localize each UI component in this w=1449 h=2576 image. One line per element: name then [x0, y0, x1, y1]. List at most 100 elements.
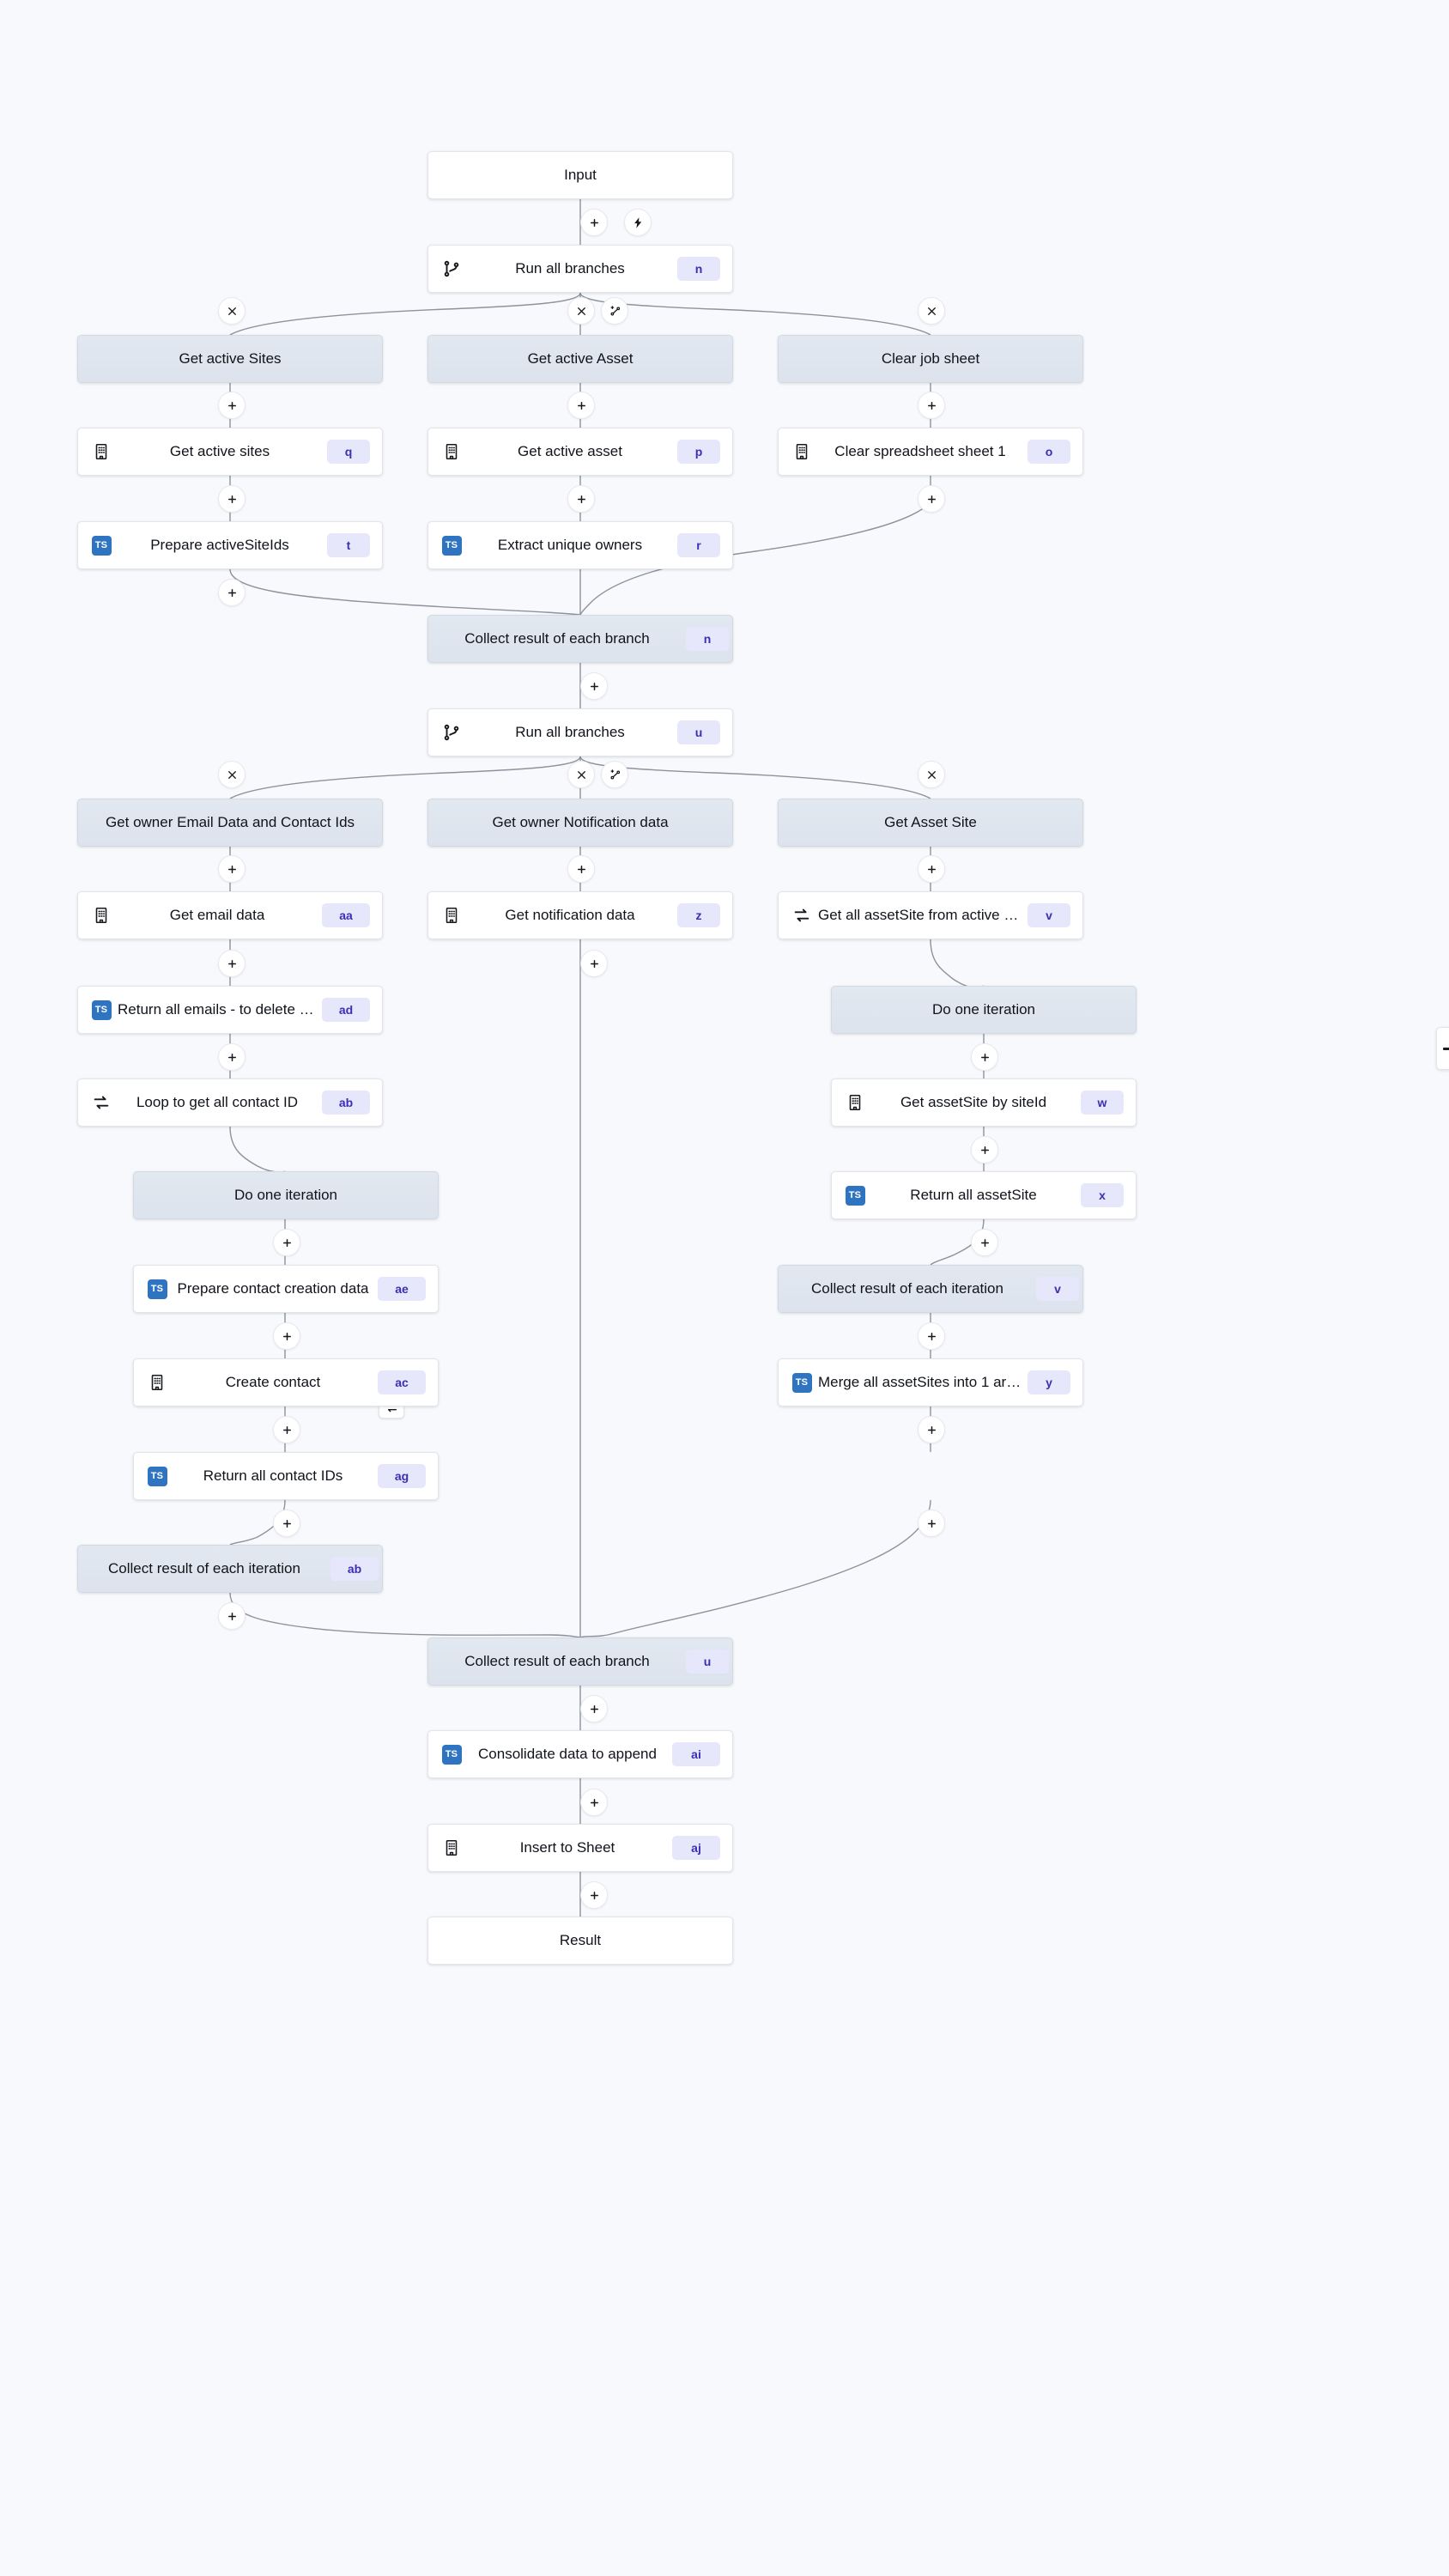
workflow-node-grp_sites[interactable]: Get active Sites	[77, 335, 383, 383]
node-shortcut-chip[interactable]: v	[1036, 1277, 1079, 1301]
node-shortcut-chip[interactable]: x	[1081, 1183, 1124, 1207]
workflow-node-grp_email[interactable]: Get owner Email Data and Contact Ids	[77, 799, 383, 847]
plus-icon[interactable]	[273, 1416, 300, 1443]
close-icon[interactable]	[567, 761, 595, 788]
node-shortcut-chip[interactable]: ab	[322, 1091, 370, 1115]
close-icon[interactable]	[218, 297, 246, 325]
node-shortcut-chip[interactable]: ai	[672, 1742, 720, 1766]
node-shortcut-chip[interactable]: aj	[672, 1836, 720, 1860]
plus-icon[interactable]	[567, 855, 595, 883]
add-branch-icon[interactable]	[601, 761, 628, 788]
plus-icon[interactable]	[971, 1043, 998, 1071]
plus-icon[interactable]	[971, 1229, 998, 1256]
node-shortcut-chip[interactable]: ab	[330, 1557, 379, 1581]
plus-icon[interactable]	[273, 1510, 300, 1537]
workflow-node-input[interactable]: Input	[427, 151, 733, 199]
plus-icon[interactable]	[971, 1136, 998, 1163]
bolt-icon[interactable]	[624, 209, 652, 236]
add-branch-icon[interactable]	[601, 297, 628, 325]
plus-icon[interactable]	[218, 855, 246, 883]
node-shortcut-chip[interactable]: t	[327, 533, 370, 557]
offscreen-node-clipped[interactable]	[1436, 1027, 1449, 1070]
node-shortcut-chip[interactable]: n	[677, 257, 720, 281]
workflow-node-get_all_as[interactable]: Get all assetSite from active sites only…	[778, 891, 1083, 939]
plus-icon[interactable]	[918, 392, 945, 419]
close-icon[interactable]	[918, 761, 945, 788]
node-shortcut-chip[interactable]: p	[677, 440, 720, 464]
node-label: Get active Sites	[179, 350, 282, 367]
workflow-node-grp_iter_l[interactable]: Do one iteration	[133, 1171, 439, 1219]
plus-icon[interactable]	[918, 485, 945, 513]
node-shortcut-chip[interactable]: ad	[322, 998, 370, 1022]
node-shortcut-chip[interactable]: n	[686, 627, 729, 651]
workflow-node-grp_clear[interactable]: Clear job sheet	[778, 335, 1083, 383]
plus-icon[interactable]	[580, 1695, 608, 1722]
plus-icon[interactable]	[218, 950, 246, 977]
node-shortcut-chip[interactable]: w	[1081, 1091, 1124, 1115]
plus-icon[interactable]	[580, 1881, 608, 1909]
plus-icon[interactable]	[218, 579, 246, 606]
node-shortcut-chip[interactable]: u	[686, 1649, 729, 1674]
plus-icon[interactable]	[218, 485, 246, 513]
workflow-node-grp_asset[interactable]: Get active Asset	[427, 335, 733, 383]
plus-icon[interactable]	[580, 209, 608, 236]
plus-icon[interactable]	[273, 1229, 300, 1256]
plus-icon[interactable]	[918, 1510, 945, 1537]
node-shortcut-chip[interactable]: q	[327, 440, 370, 464]
plus-icon[interactable]	[218, 1602, 246, 1630]
node-shortcut-chip[interactable]: ac	[378, 1370, 426, 1394]
workflow-node-grp_assetsite[interactable]: Get Asset Site	[778, 799, 1083, 847]
plus-icon[interactable]	[580, 950, 608, 977]
plus-icon[interactable]	[918, 1322, 945, 1350]
plus-icon[interactable]	[567, 485, 595, 513]
typescript-icon: TS	[146, 1465, 168, 1487]
node-shortcut-chip[interactable]: ae	[378, 1277, 426, 1301]
close-icon[interactable]	[567, 297, 595, 325]
plus-icon[interactable]	[580, 1789, 608, 1816]
plus-icon[interactable]	[580, 672, 608, 700]
workflow-node-grp_notif[interactable]: Get owner Notification data	[427, 799, 733, 847]
plus-icon[interactable]	[218, 392, 246, 419]
plus-icon[interactable]	[918, 855, 945, 883]
node-shortcut-chip[interactable]: u	[677, 720, 720, 744]
workflow-node-grp_iter_r[interactable]: Do one iteration	[831, 986, 1137, 1034]
close-icon[interactable]	[918, 297, 945, 325]
node-shortcut-chip[interactable]: aa	[322, 903, 370, 927]
node-shortcut-chip[interactable]: ag	[378, 1464, 426, 1488]
workflow-node-result[interactable]: Result	[427, 1917, 733, 1965]
node-shortcut-chip[interactable]: r	[677, 533, 720, 557]
plus-icon[interactable]	[218, 1043, 246, 1071]
node-shortcut-chip[interactable]: y	[1028, 1370, 1070, 1394]
close-icon[interactable]	[218, 761, 246, 788]
node-shortcut-chip[interactable]: z	[677, 903, 720, 927]
node-shortcut-chip[interactable]: v	[1028, 903, 1070, 927]
plus-icon[interactable]	[567, 392, 595, 419]
plus-icon[interactable]	[918, 1416, 945, 1443]
plus-icon[interactable]	[273, 1322, 300, 1350]
node-shortcut-chip[interactable]: o	[1028, 440, 1070, 464]
